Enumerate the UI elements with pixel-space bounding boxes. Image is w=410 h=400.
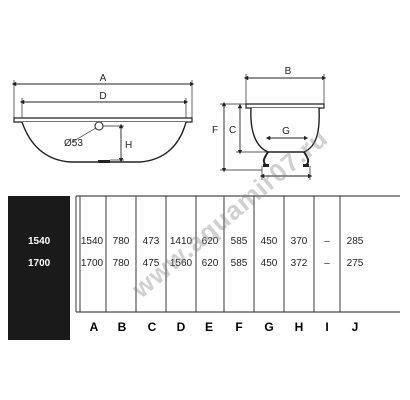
cell-1540-e: 620	[201, 236, 219, 247]
cell-1540-i: –	[324, 236, 330, 247]
col-header-c: C	[147, 320, 157, 334]
col-header-g: G	[264, 320, 274, 334]
cell-1700-h: 372	[290, 258, 308, 269]
model-1700-label: 1700	[28, 258, 51, 269]
col-header-d: D	[176, 320, 186, 334]
dim-g-label: G	[282, 126, 290, 137]
cell-1540-b: 780	[112, 236, 130, 247]
cell-1540-a: 1540	[80, 236, 104, 247]
drain-hole	[94, 121, 104, 131]
dim-b-label: B	[285, 66, 292, 77]
model-panel	[8, 196, 70, 340]
cell-1700-i: –	[324, 258, 330, 269]
cell-1700-d: 1560	[169, 258, 193, 269]
tub-rim	[13, 117, 193, 123]
cell-1700-c: 475	[142, 258, 160, 269]
side-view: A D Ø53 H	[11, 73, 195, 163]
cell-1700-j: 275	[346, 258, 364, 269]
col-header-e: E	[204, 320, 213, 334]
dim-c-label: C	[229, 125, 236, 136]
cell-1540-f: 585	[230, 236, 248, 247]
dim-d-label: D	[99, 91, 106, 102]
dim-a-label: A	[100, 73, 107, 84]
drain-outlet	[98, 160, 110, 163]
tub-body	[21, 121, 187, 163]
end-tub-foot-left	[262, 151, 269, 166]
cell-1540-h: 370	[290, 236, 308, 247]
cell-1540-d: 1410	[169, 236, 193, 247]
cell-1700-f: 585	[230, 258, 248, 269]
end-tub-rim	[245, 103, 325, 109]
col-header-a: A	[89, 320, 99, 334]
dim-h-label: H	[125, 140, 132, 151]
cell-1540-g: 450	[260, 236, 278, 247]
col-header-i: I	[325, 320, 329, 334]
col-header-b: B	[117, 320, 127, 334]
column-separators	[75, 196, 341, 312]
end-tub-body	[250, 107, 320, 153]
cell-1700-g: 450	[260, 258, 278, 269]
col-header-f: F	[235, 320, 243, 334]
col-header-h: H	[294, 320, 304, 334]
cell-1700-b: 780	[112, 258, 130, 269]
bathtub-dimension-drawing: A D Ø53 H B F	[11, 66, 327, 180]
dim-f-label: F	[212, 125, 218, 136]
dim-phi-label: Ø53	[64, 138, 83, 149]
col-header-j: J	[351, 320, 359, 334]
cell-1540-j: 285	[346, 236, 364, 247]
cell-1700-a: 1700	[80, 258, 104, 269]
end-tub-foot-right	[303, 151, 310, 166]
cell-1700-e: 620	[201, 258, 219, 269]
dimension-table	[8, 195, 400, 340]
end-view: B F C G	[212, 66, 327, 180]
model-1540-label: 1540	[28, 236, 51, 247]
cell-1540-c: 473	[142, 236, 160, 247]
